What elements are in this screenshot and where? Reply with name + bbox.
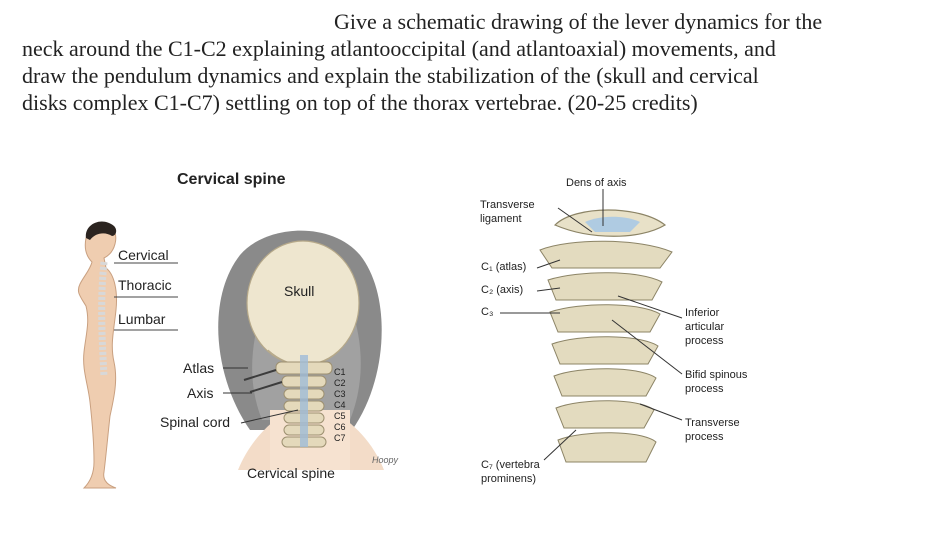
c3-label: C₃	[481, 306, 494, 318]
cervical-spine-title: Cervical spine	[177, 171, 286, 188]
skull-label: Skull	[284, 283, 315, 299]
region-label-lumbar: Lumbar	[118, 311, 166, 327]
question-text: Give a schematic drawing of the lever dy…	[0, 0, 933, 140]
atlas-label: Atlas	[183, 360, 215, 376]
artist-signature: Hoopy	[372, 455, 399, 465]
bifid-spinous-process-label: Bifid spinous process	[685, 368, 747, 396]
c7-vertebra-prominens-label: C₇ (vertebra prominens)	[481, 458, 540, 486]
c1-atlas-label: C₁ (atlas)	[481, 261, 527, 273]
question-line-1: Give a schematic drawing of the lever dy…	[334, 9, 823, 34]
inferior-line-3: process	[685, 335, 724, 347]
cervical-spine-caption: Cervical spine	[247, 465, 335, 481]
question-line-3: draw the pendulum dynamics and explain t…	[22, 63, 759, 88]
question-line-2: neck around the C1-C2 explaining atlanto…	[22, 36, 776, 61]
bifid-line-1: Bifid spinous	[685, 369, 748, 381]
cervical-column-back	[243, 355, 333, 448]
question-line-4: disks complex C1-C7) settling on top of …	[22, 90, 698, 115]
transverse-process-label: Transverse process	[685, 416, 740, 444]
vertebra-label-c4: C4	[334, 400, 346, 410]
transverse-process-line-1: Transverse	[685, 417, 740, 429]
transverse-ligament-line-2: ligament	[480, 213, 522, 225]
vertebra-label-c2: C2	[334, 378, 346, 388]
c2-axis-label: C₂ (axis)	[481, 284, 524, 296]
vertebra-label-c7: C7	[334, 433, 346, 443]
vertebra-label-c5: C5	[334, 411, 346, 421]
c7-line-1: C₇ (vertebra	[481, 459, 540, 471]
region-label-thoracic: Thoracic	[118, 277, 172, 293]
transverse-process-line-2: process	[685, 431, 724, 443]
dens-label: Dens of axis	[566, 177, 627, 189]
cervical-column-lateral	[539, 209, 673, 463]
transverse-ligament-label: Transverse ligament	[480, 198, 535, 226]
vertebra-label-c1: C1	[334, 367, 346, 377]
spinal-cord-label: Spinal cord	[160, 414, 231, 430]
transverse-ligament-line-1: Transverse	[480, 199, 535, 211]
human-figure	[77, 221, 117, 489]
bifid-line-2: process	[685, 383, 724, 395]
vertebra-label-c3: C3	[334, 389, 346, 399]
axis-label: Axis	[187, 385, 214, 401]
c7-line-2: prominens)	[481, 473, 537, 485]
inferior-line-2: articular	[685, 321, 725, 333]
inferior-articular-process-label: Inferior articular process	[685, 306, 724, 348]
region-label-cervical: Cervical	[118, 247, 169, 263]
vertebra-label-c6: C6	[334, 422, 346, 432]
inferior-line-1: Inferior	[685, 307, 720, 319]
